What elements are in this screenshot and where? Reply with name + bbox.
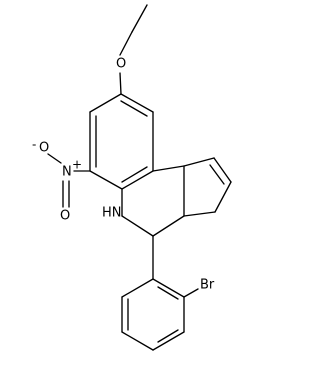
cyclopentene-bond-4: [183, 211, 216, 217]
phenyl-inner-bond-1: [157, 286, 179, 300]
ring-bond-c4-to-c3a: [152, 215, 185, 237]
bromophenyl-group: Br: [121, 235, 215, 351]
aromatic-ring: [89, 93, 154, 190]
cyclopentene-bond-1: [183, 157, 215, 167]
nitro-group: O - N + O: [32, 138, 91, 224]
nitro-oxygen-single-bond: [47, 153, 62, 164]
nitro-nitrogen-charge: +: [72, 158, 82, 172]
cyclopentene-bond-2: [213, 157, 232, 183]
ether-oxygen-label: O: [116, 57, 126, 72]
bromine-bond: [183, 288, 199, 298]
aromatic-inner-bond-2: [121, 166, 148, 183]
nitro-oxygen-double-label: O: [60, 209, 70, 224]
aromatic-inner-bond-1: [120, 100, 148, 117]
cyclopentene-bond-3: [214, 181, 232, 213]
aromatic-bond-4: [89, 170, 123, 190]
bromine-label: Br: [200, 278, 215, 293]
phenyl-bond-3: [152, 331, 185, 351]
aromatic-bond-1: [120, 93, 154, 113]
ring-bond-c9b-to-aromatic: [152, 165, 185, 172]
ether-ring-bond: [119, 72, 122, 95]
aromatic-bond-6: [89, 93, 122, 113]
tetrahydroquinoline-ring: HN: [102, 165, 185, 237]
amine-label: HN: [102, 206, 122, 221]
aromatic-bond-3: [121, 170, 154, 190]
ethyl-terminal-bond: [131, 4, 148, 33]
phenyl-bond-6: [121, 278, 154, 298]
cyclopentene-double-bond-inner: [209, 164, 225, 185]
nitro-nitrogen-label: N: [62, 165, 72, 180]
ethyl-bond: [119, 31, 133, 56]
phenyl-bond-4: [121, 331, 154, 351]
phenyl-bond-1: [152, 278, 185, 298]
nitro-oxygen-negative-charge: -: [32, 138, 36, 152]
chemical-structure-diagram: O O - N + O HN: [32, 4, 232, 351]
phenyl-inner-bond-2: [157, 329, 179, 343]
cyclopentene-ring: [183, 157, 232, 217]
ethoxy-group: O: [116, 4, 148, 95]
nitro-oxygen-negative-label: O: [39, 141, 49, 156]
ring-bond-nh-to-c4: [121, 215, 154, 237]
